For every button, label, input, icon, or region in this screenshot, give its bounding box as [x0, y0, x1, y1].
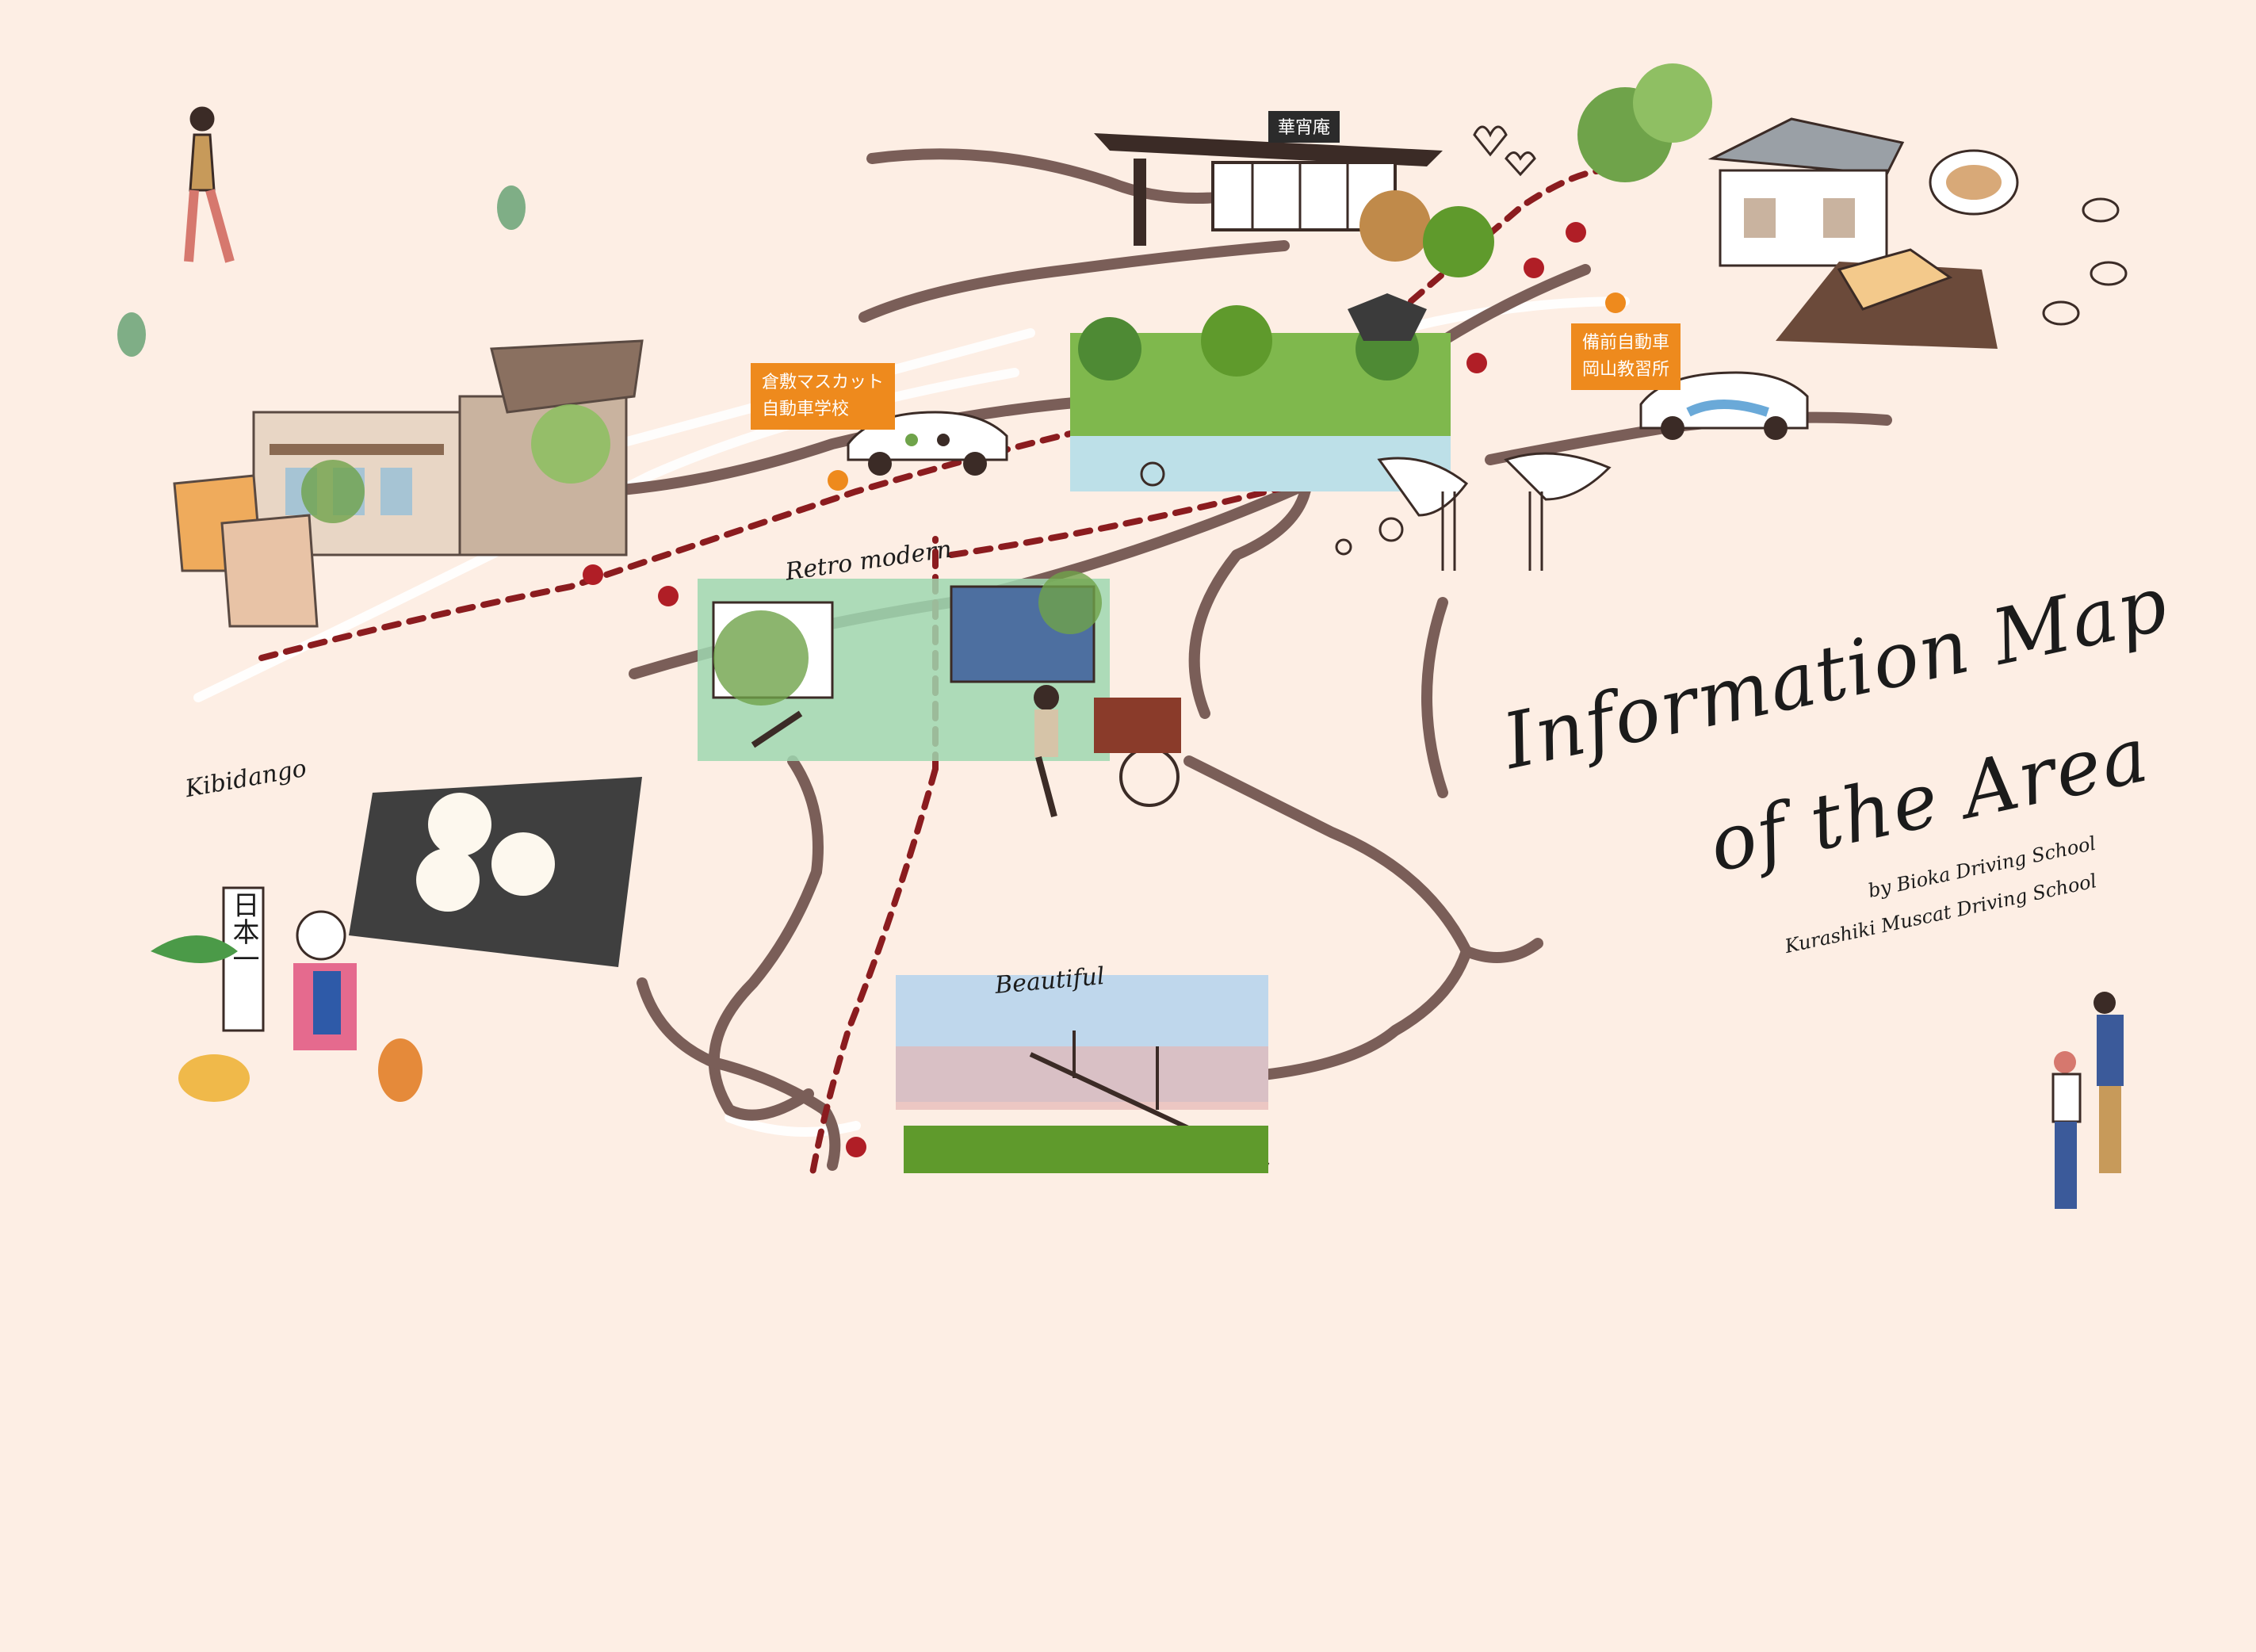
spot-dot — [583, 564, 603, 585]
spot-dot — [1524, 258, 1544, 278]
kibidango-illustration — [349, 777, 642, 967]
school-name-line1: 倉敷マスカット — [762, 373, 885, 392]
momotaro-illustration: 日本一 — [151, 886, 423, 1102]
school-name-line2: 自動車学校 — [762, 400, 850, 419]
school-dots — [828, 293, 1626, 491]
tree-icon — [117, 185, 526, 357]
house-cafe-illustration — [1577, 63, 2128, 349]
school-label-kurashiki: 倉敷マスカット 自動車学校 — [751, 363, 896, 430]
canal-illustration — [698, 571, 1110, 761]
teahouse-sign: 華宵庵 — [1278, 118, 1330, 138]
woman-illustration — [184, 106, 235, 263]
bridge-illustration — [896, 975, 1270, 1173]
school-name-line1: 備前自動車 — [1582, 333, 1670, 353]
teahouse-illustration: 華宵庵 — [1094, 111, 1494, 277]
rickshaw-illustration — [1034, 685, 1181, 818]
doodle-hearts — [1473, 125, 1536, 177]
crane-illustration — [1377, 452, 1612, 571]
school-name-line2: 岡山教習所 — [1582, 360, 1670, 380]
spot-dot — [658, 586, 679, 606]
couple-illustration — [2051, 992, 2124, 1209]
banner-text: 日本一 — [228, 891, 259, 972]
flower-icons — [1140, 461, 1404, 556]
school-dot — [828, 470, 848, 491]
spot-dots — [583, 222, 1586, 1157]
school-dot — [1605, 293, 1626, 313]
spot-dot — [1466, 353, 1487, 373]
outlet-mall-illustration — [173, 339, 644, 628]
spot-dot — [1566, 222, 1586, 243]
garden-illustration — [1070, 293, 1451, 491]
spot-dot — [846, 1137, 866, 1157]
school-label-bizen: 備前自動車 岡山教習所 — [1571, 323, 1681, 390]
